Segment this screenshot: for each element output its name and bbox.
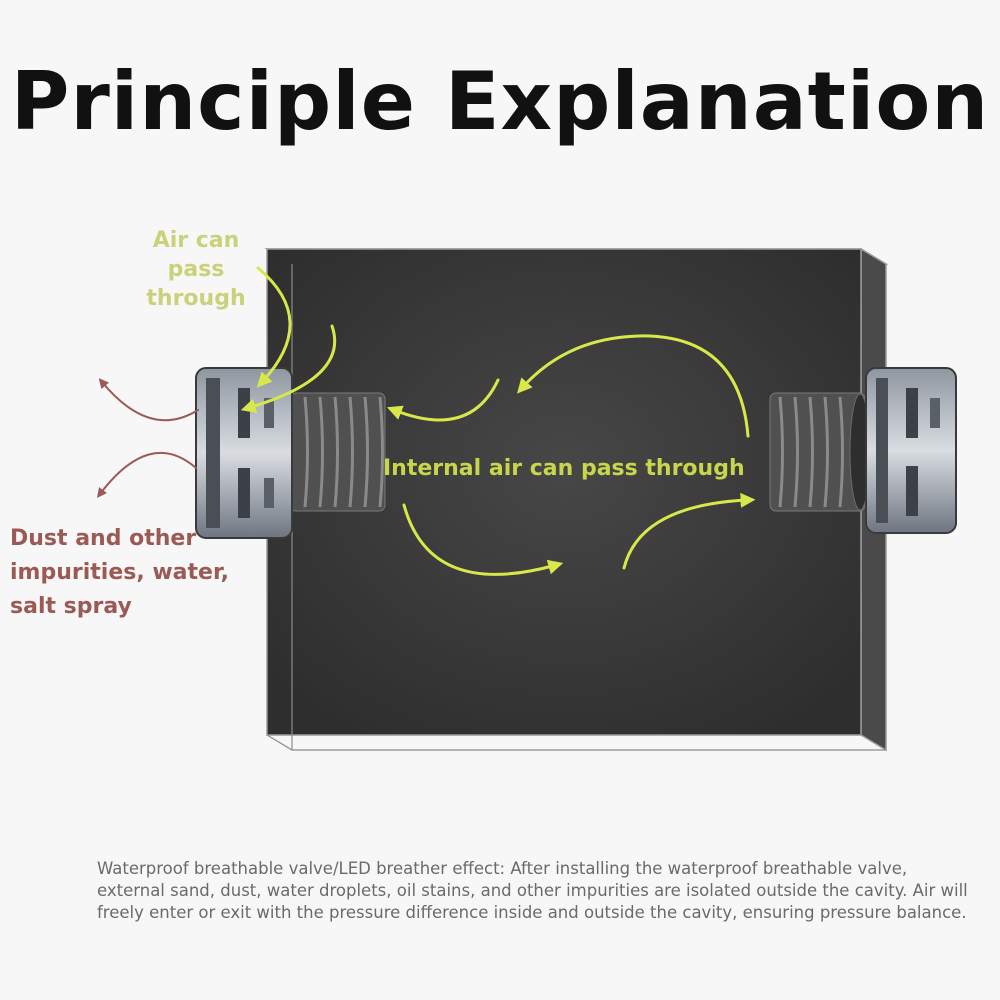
internal-air-label: Internal air can pass through xyxy=(383,456,745,481)
arrow-icon xyxy=(387,378,500,422)
air-pass-label: Air can pass through xyxy=(146,228,246,311)
page-title: Principle Explanation xyxy=(10,55,990,148)
arrow-icon xyxy=(240,324,337,414)
arrow-icon xyxy=(402,503,564,576)
arrow-icon xyxy=(98,378,199,422)
breather-valve-icon xyxy=(865,367,957,534)
breather-valve-icon xyxy=(195,367,293,539)
arrow-icon xyxy=(517,334,750,438)
arrow-icon xyxy=(622,492,756,570)
threaded-stem-icon xyxy=(289,392,386,512)
threaded-stem-icon xyxy=(769,392,871,512)
impurities-label: Dust and other impurities, water, salt s… xyxy=(10,526,229,619)
arrow-icon xyxy=(256,266,292,388)
caption-text: Waterproof breathable valve/LED breather… xyxy=(97,859,968,922)
arrow-icon xyxy=(96,452,197,498)
